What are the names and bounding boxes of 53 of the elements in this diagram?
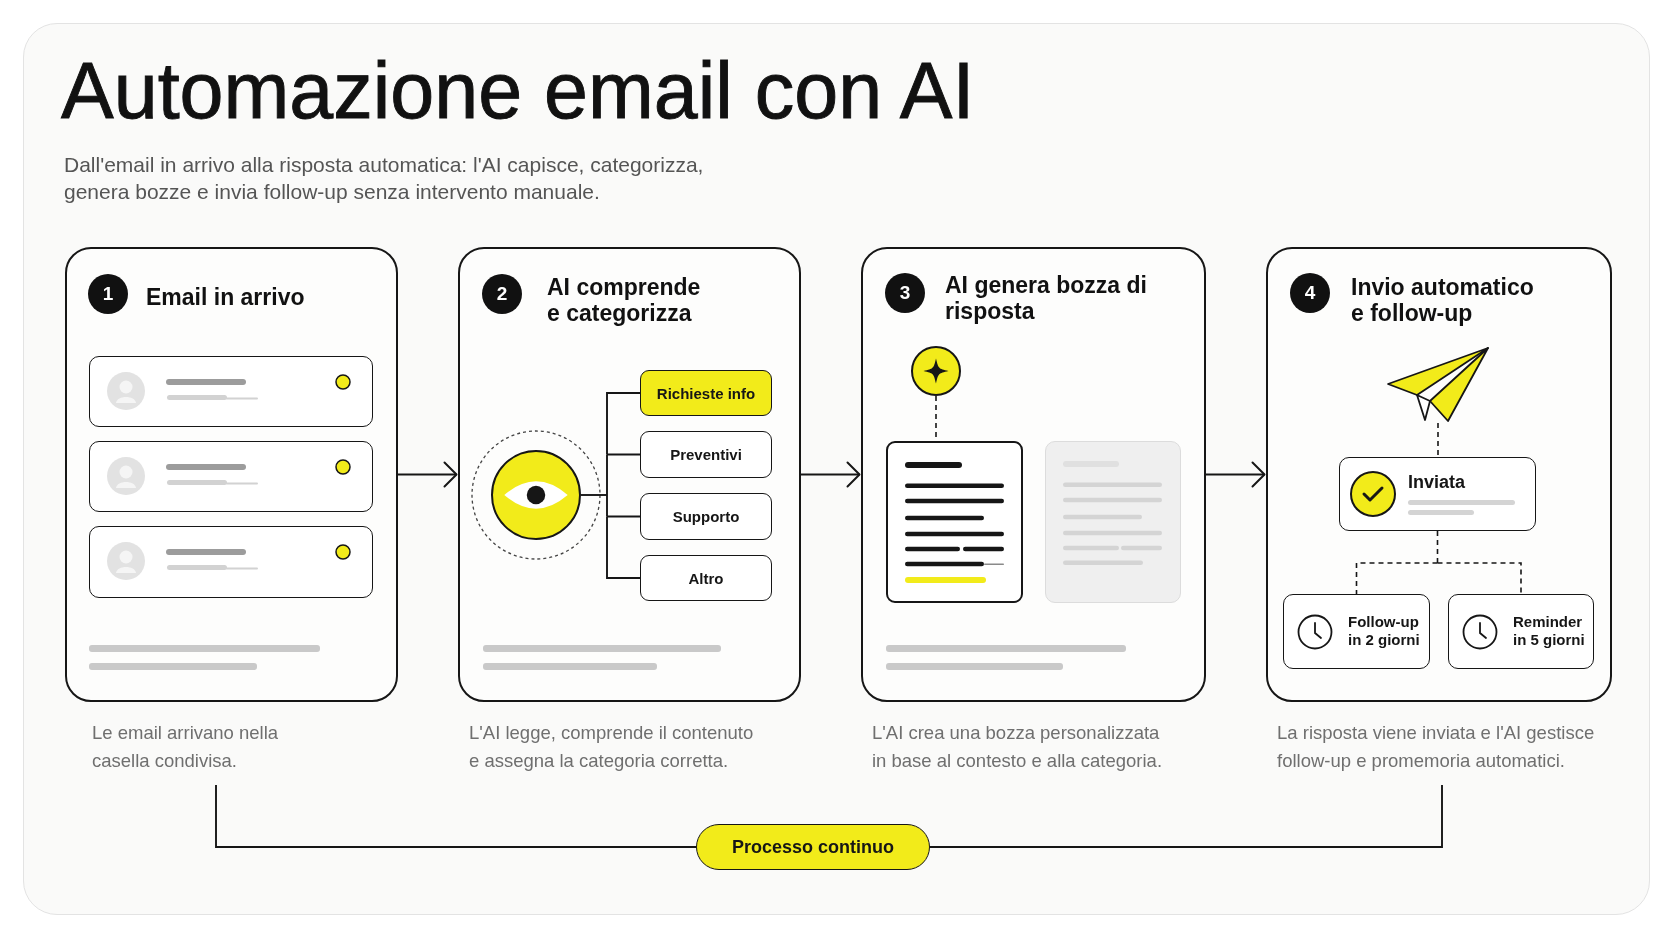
- step-description: L'AI crea una bozza personalizzata in base al contesto e alla categoria.: [872, 721, 1164, 773]
- reminder-card: [1283, 594, 1430, 669]
- step-description: La risposta viene inviata e l'AI gestisce follow-up e promemoria automatici.: [1277, 721, 1596, 773]
- arrow: [1205, 461, 1266, 488]
- step-title: Email in arrivo: [146, 284, 306, 310]
- connector-line: [606, 392, 641, 456]
- connector-line: [215, 784, 697, 848]
- step-card: [1266, 247, 1612, 702]
- step-description: Le email arrivano nella casella condivisa.: [92, 721, 280, 773]
- step-card: [861, 247, 1206, 702]
- paper-plane-icon: [1386, 346, 1490, 423]
- connector-line: [606, 515, 641, 579]
- sparkle-icon: [911, 346, 961, 396]
- connector-line: [606, 515, 641, 518]
- email-card: [89, 441, 373, 512]
- step-number: 3: [885, 273, 925, 313]
- email-card: [89, 526, 373, 598]
- step-title: AI comprende e categorizza: [547, 274, 702, 326]
- reminder-label: Reminder in 5 giorni: [1513, 613, 1586, 649]
- eye-icon: [491, 450, 581, 540]
- process-pill: Processo continuo: [696, 824, 930, 870]
- step-number: 2: [482, 274, 522, 314]
- step-card: [458, 247, 801, 702]
- step-number: 4: [1290, 273, 1330, 313]
- dashed-connector: [1437, 422, 1439, 458]
- category-tag: Supporto: [640, 493, 772, 540]
- status-label: Inviata: [1408, 471, 1466, 493]
- email-card: [89, 356, 373, 427]
- category-tag: Altro: [640, 555, 772, 601]
- status-card: [1339, 457, 1536, 531]
- category-tag: Preventivi: [640, 431, 772, 478]
- step-number: 1: [88, 274, 128, 314]
- connector-line: [606, 494, 608, 518]
- step-title: Invio automatico e follow-up: [1351, 274, 1535, 326]
- reminder-label: Follow-up in 2 giorni: [1348, 613, 1421, 649]
- dashed-connector: [1436, 530, 1439, 564]
- reminder-card: [1448, 594, 1594, 669]
- document-card: [886, 441, 1023, 603]
- dashed-connector: [1355, 562, 1439, 595]
- step-card: [65, 247, 398, 702]
- connector-line: [580, 494, 608, 496]
- connector-line: [606, 453, 641, 456]
- connector-line: [606, 453, 608, 496]
- title: Automazione email con AI: [61, 51, 975, 130]
- document-card: [1045, 441, 1181, 603]
- arrow: [800, 461, 861, 488]
- connector-line: [929, 784, 1443, 848]
- step-description: L'AI legge, comprende il contenuto e assegna la categoria corretta.: [469, 721, 755, 773]
- step-title: AI genera bozza di risposta: [945, 272, 1148, 324]
- dashed-connector: [1436, 562, 1522, 595]
- arrow: [397, 461, 458, 488]
- category-tag: Richieste info: [640, 370, 772, 416]
- subtitle: Dall'email in arrivo alla risposta automatica: l'AI capisce, categorizza, genera bozze e invia follow-up senza intervento manuale.: [64, 152, 705, 205]
